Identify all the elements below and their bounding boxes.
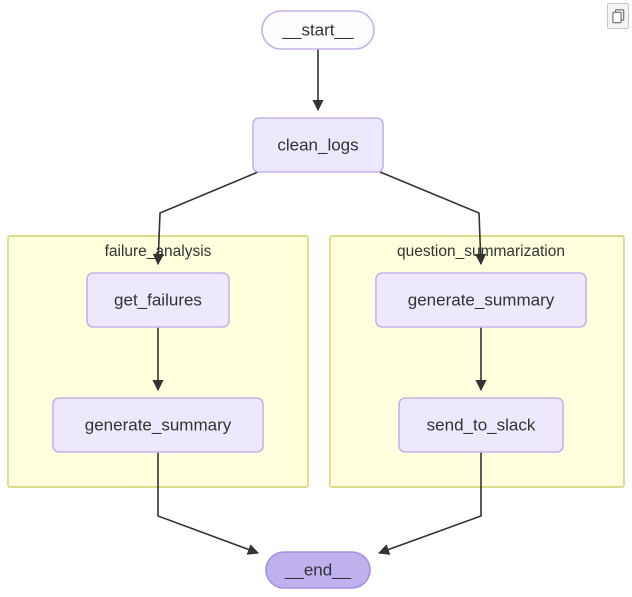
node-shape — [265, 551, 371, 589]
node-shape — [261, 10, 375, 50]
edge-clean-logs-to-get-failures — [152, 171, 259, 266]
node-label-end: __end__ — [284, 560, 352, 579]
node-label-generate-summary-left: generate_summary — [85, 415, 232, 434]
node-label-clean-logs: clean_logs — [277, 135, 358, 154]
node-label-get-failures: get_failures — [114, 290, 202, 309]
copy-button[interactable] — [607, 3, 629, 29]
node-get-failures[interactable]: get_failures — [86, 272, 230, 328]
node-generate-summary-right[interactable]: generate_summary — [375, 272, 587, 328]
edge-generate-summary-to-end — [157, 452, 260, 555]
edge-send-to-slack-to-end — [377, 452, 482, 555]
node-generate-summary-left[interactable]: generate_summary — [52, 397, 264, 453]
node-clean-logs[interactable]: clean_logs — [252, 117, 384, 173]
node-shape — [398, 397, 564, 453]
copy-icon — [611, 8, 624, 23]
node-label-generate-summary-right: generate_summary — [408, 290, 555, 309]
node-start[interactable]: __start__ — [261, 10, 375, 50]
node-send-to-slack[interactable]: send_to_slack — [398, 397, 564, 453]
node-shape — [252, 117, 384, 173]
node-end[interactable]: __end__ — [265, 551, 371, 589]
node-shape — [52, 397, 264, 453]
node-shape — [86, 272, 230, 328]
node-label-send-to-slack: send_to_slack — [427, 415, 536, 434]
edge-clean-logs-to-generate-summary — [379, 171, 487, 266]
node-shape — [375, 272, 587, 328]
node-label-start: __start__ — [282, 20, 354, 39]
